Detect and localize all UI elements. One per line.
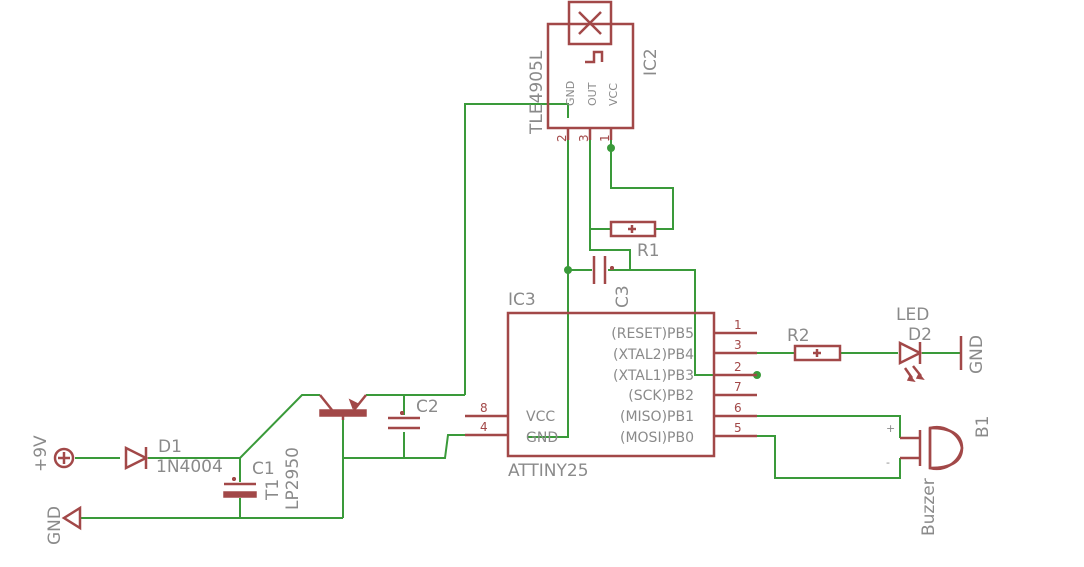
t1-name: T1: [263, 479, 283, 501]
ic3-name: IC3: [508, 290, 536, 310]
ic2-pinlabel-out: OUT: [586, 82, 599, 106]
junction-ic2-vcc: [607, 144, 615, 152]
ic3-label-gnd: GND: [526, 430, 558, 446]
ic2-pin-2: 2: [555, 134, 569, 142]
ic3-pin-7: 7: [734, 380, 742, 394]
microcontroller-ic3: 8 4 VCC GND 1 3 2 7 6 5 (RESET)PB5 (XTAL…: [465, 290, 757, 481]
label-gnd-left: GND: [45, 506, 65, 545]
supply-gnd-right: GND: [959, 335, 987, 374]
wire-pb0-buzzer: [757, 435, 901, 479]
r1-name: R1: [637, 241, 660, 261]
ic3-label-pb4: (XTAL2)PB4: [613, 347, 694, 363]
ic2-pinlabel-gnd: GND: [564, 81, 577, 106]
supply-vin: +9V: [31, 435, 75, 472]
diode-d1: D1 1N4004: [124, 437, 223, 477]
capacitor-c2: C2: [388, 397, 439, 430]
r2-name: R2: [787, 326, 810, 346]
wires: [75, 103, 960, 519]
wire-ic2-vcc: [610, 140, 674, 230]
ic3-label-pb5: (RESET)PB5: [611, 326, 694, 342]
ic3-pin-2: 2: [734, 360, 742, 374]
d2-value: LED: [896, 305, 929, 325]
b1-plus: +: [886, 422, 895, 435]
d1-value: 1N4004: [156, 457, 223, 477]
c1-name: C1: [252, 459, 275, 479]
buzzer-b1: + - B1 Buzzer: [886, 416, 993, 536]
ic2-name: IC2: [641, 48, 661, 76]
c2-name: C2: [416, 397, 439, 417]
ic3-label-pb1: (MISO)PB1: [620, 409, 694, 425]
regulator-t1: T1 LP2950: [263, 394, 367, 510]
b1-name: B1: [973, 416, 993, 438]
wire-ic2-gnd: [528, 140, 569, 438]
junction-c3-gnd: [564, 266, 572, 274]
ic2-value: TLE4905L: [527, 50, 547, 135]
wire-t1-input: [239, 394, 320, 459]
resistor-r1: R1: [609, 220, 660, 261]
ic3-pin-8: 8: [480, 401, 488, 415]
ic3-pin-6: 6: [734, 401, 742, 415]
hall-sensor-ic2: GND OUT VCC 2 3 1 TLE4905L IC2: [527, 0, 661, 142]
wire-gnd-ic3: [343, 434, 465, 459]
label-vin: +9V: [31, 435, 51, 472]
ic3-pin-3: 3: [734, 338, 742, 352]
capacitor-c3: C3: [592, 256, 633, 308]
b1-value: Buzzer: [919, 478, 939, 536]
ic2-pin-3: 3: [577, 134, 591, 142]
d2-name: D2: [908, 325, 932, 345]
ic2-pinlabel-vcc: VCC: [607, 83, 620, 106]
led-d2: LED D2: [896, 305, 932, 383]
ic3-label-vcc: VCC: [526, 409, 555, 425]
ic3-label-pb3: (XTAL1)PB3: [613, 368, 694, 384]
ic3-pin-4: 4: [480, 420, 488, 434]
wire-pb1-buzzer: [757, 415, 901, 438]
ic3-label-pb2: (SCK)PB2: [628, 388, 694, 404]
ic3-pin-1: 1: [734, 318, 742, 332]
wire-vcc-loop: [464, 103, 569, 395]
capacitor-c1: C1: [223, 459, 275, 498]
c3-name: C3: [613, 285, 633, 308]
label-gnd-right: GND: [967, 335, 987, 374]
supply-gnd-left: GND: [45, 505, 82, 545]
ic3-value: ATTINY25: [508, 461, 589, 481]
ic2-pin-1: 1: [598, 134, 612, 142]
d1-name: D1: [158, 437, 182, 457]
t1-value: LP2950: [283, 447, 303, 510]
ic3-pin-5: 5: [734, 421, 742, 435]
resistor-r2: R2: [787, 326, 842, 362]
ic3-label-pb0: (MOSI)PB0: [620, 430, 694, 446]
b1-minus: -: [886, 456, 890, 469]
